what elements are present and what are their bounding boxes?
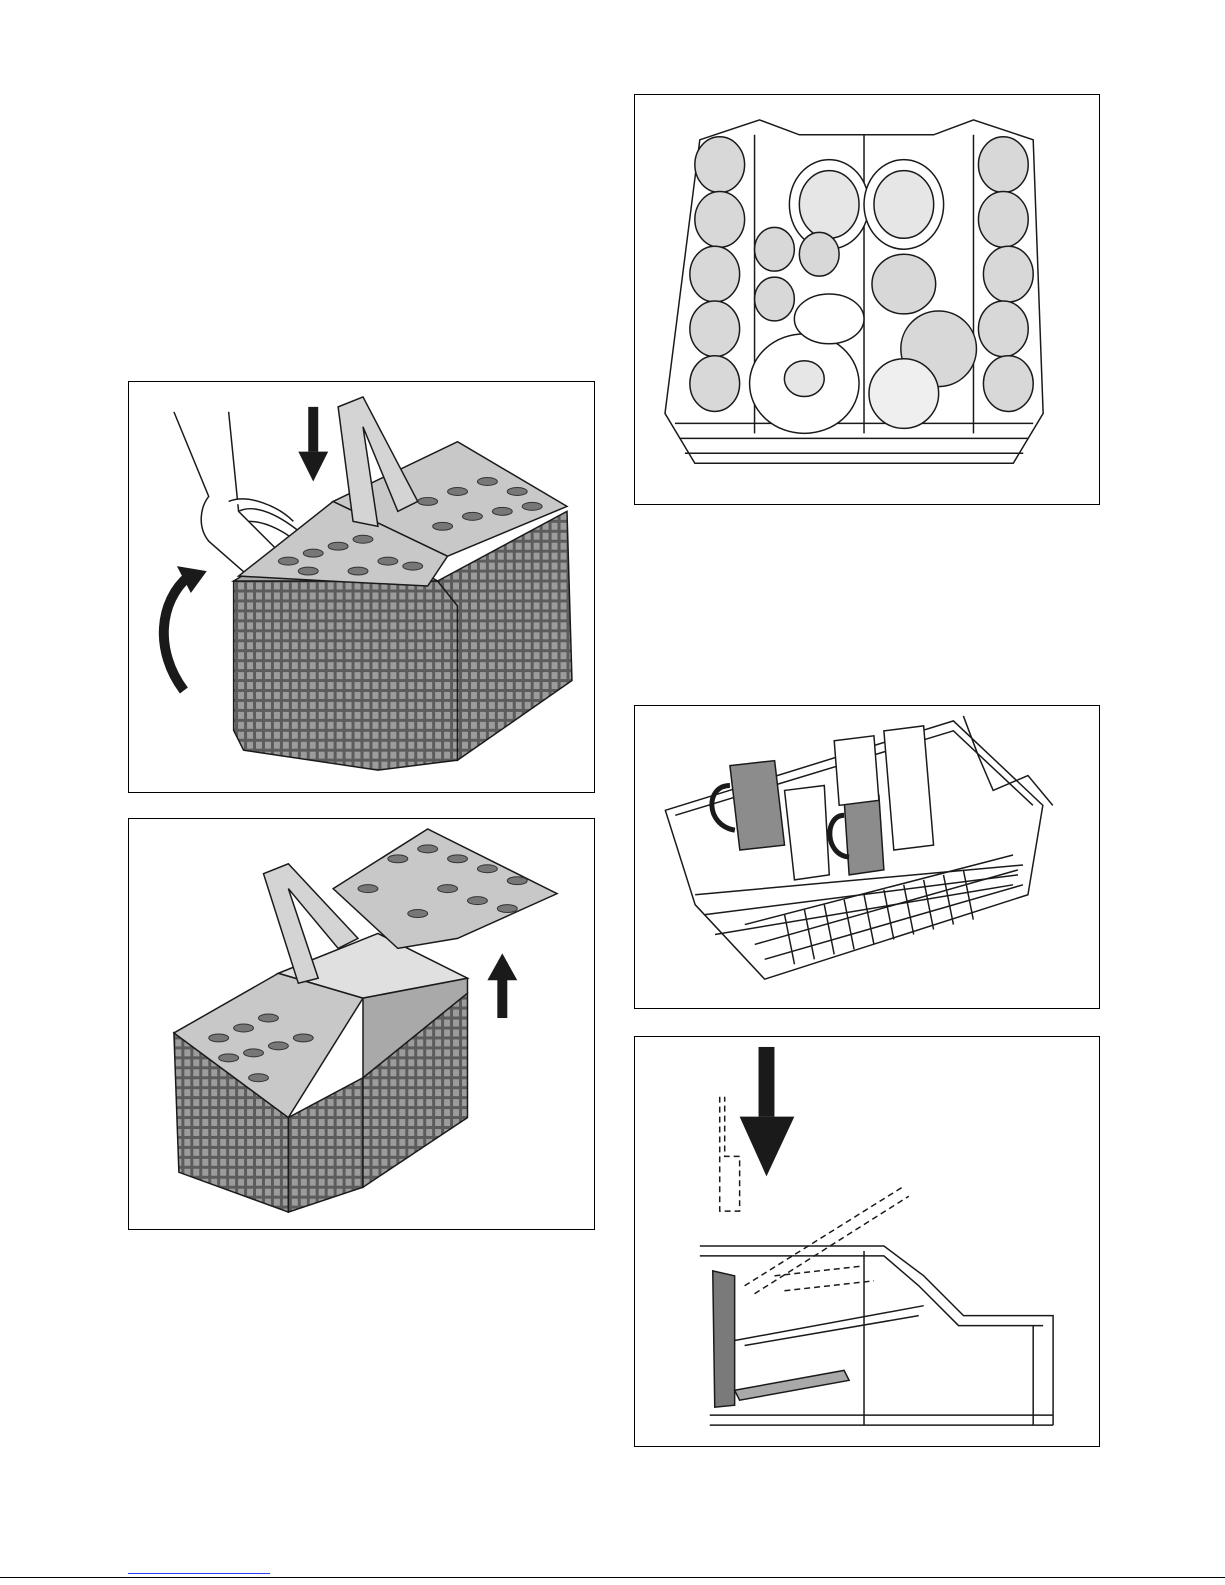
cutlery-basket	[174, 829, 557, 1212]
upper-rack-illustration	[635, 95, 1099, 504]
arrow-down-icon	[740, 1047, 795, 1176]
rack-height-illustration	[635, 1037, 1099, 1446]
footer-link-underline[interactable]	[128, 1573, 270, 1574]
basket-lid-close-illustration	[129, 382, 594, 792]
curved-arrow-icon	[164, 566, 207, 690]
figure-rack-height-adjust	[634, 1036, 1100, 1447]
cutlery-basket	[234, 397, 572, 770]
footer-rule	[0, 1577, 1225, 1578]
cup-rack-illustration	[635, 706, 1099, 1008]
figure-upper-rack-loaded	[634, 94, 1100, 505]
rack-side-view	[700, 1097, 1053, 1425]
mugs	[712, 726, 934, 880]
figure-basket-lid-close	[128, 381, 595, 793]
basket-lid-open-illustration	[129, 819, 594, 1229]
figure-cup-rack	[634, 705, 1100, 1009]
arrow-down-icon	[298, 407, 328, 482]
arrow-up-icon	[487, 953, 517, 1018]
figure-basket-lid-open	[128, 818, 595, 1230]
